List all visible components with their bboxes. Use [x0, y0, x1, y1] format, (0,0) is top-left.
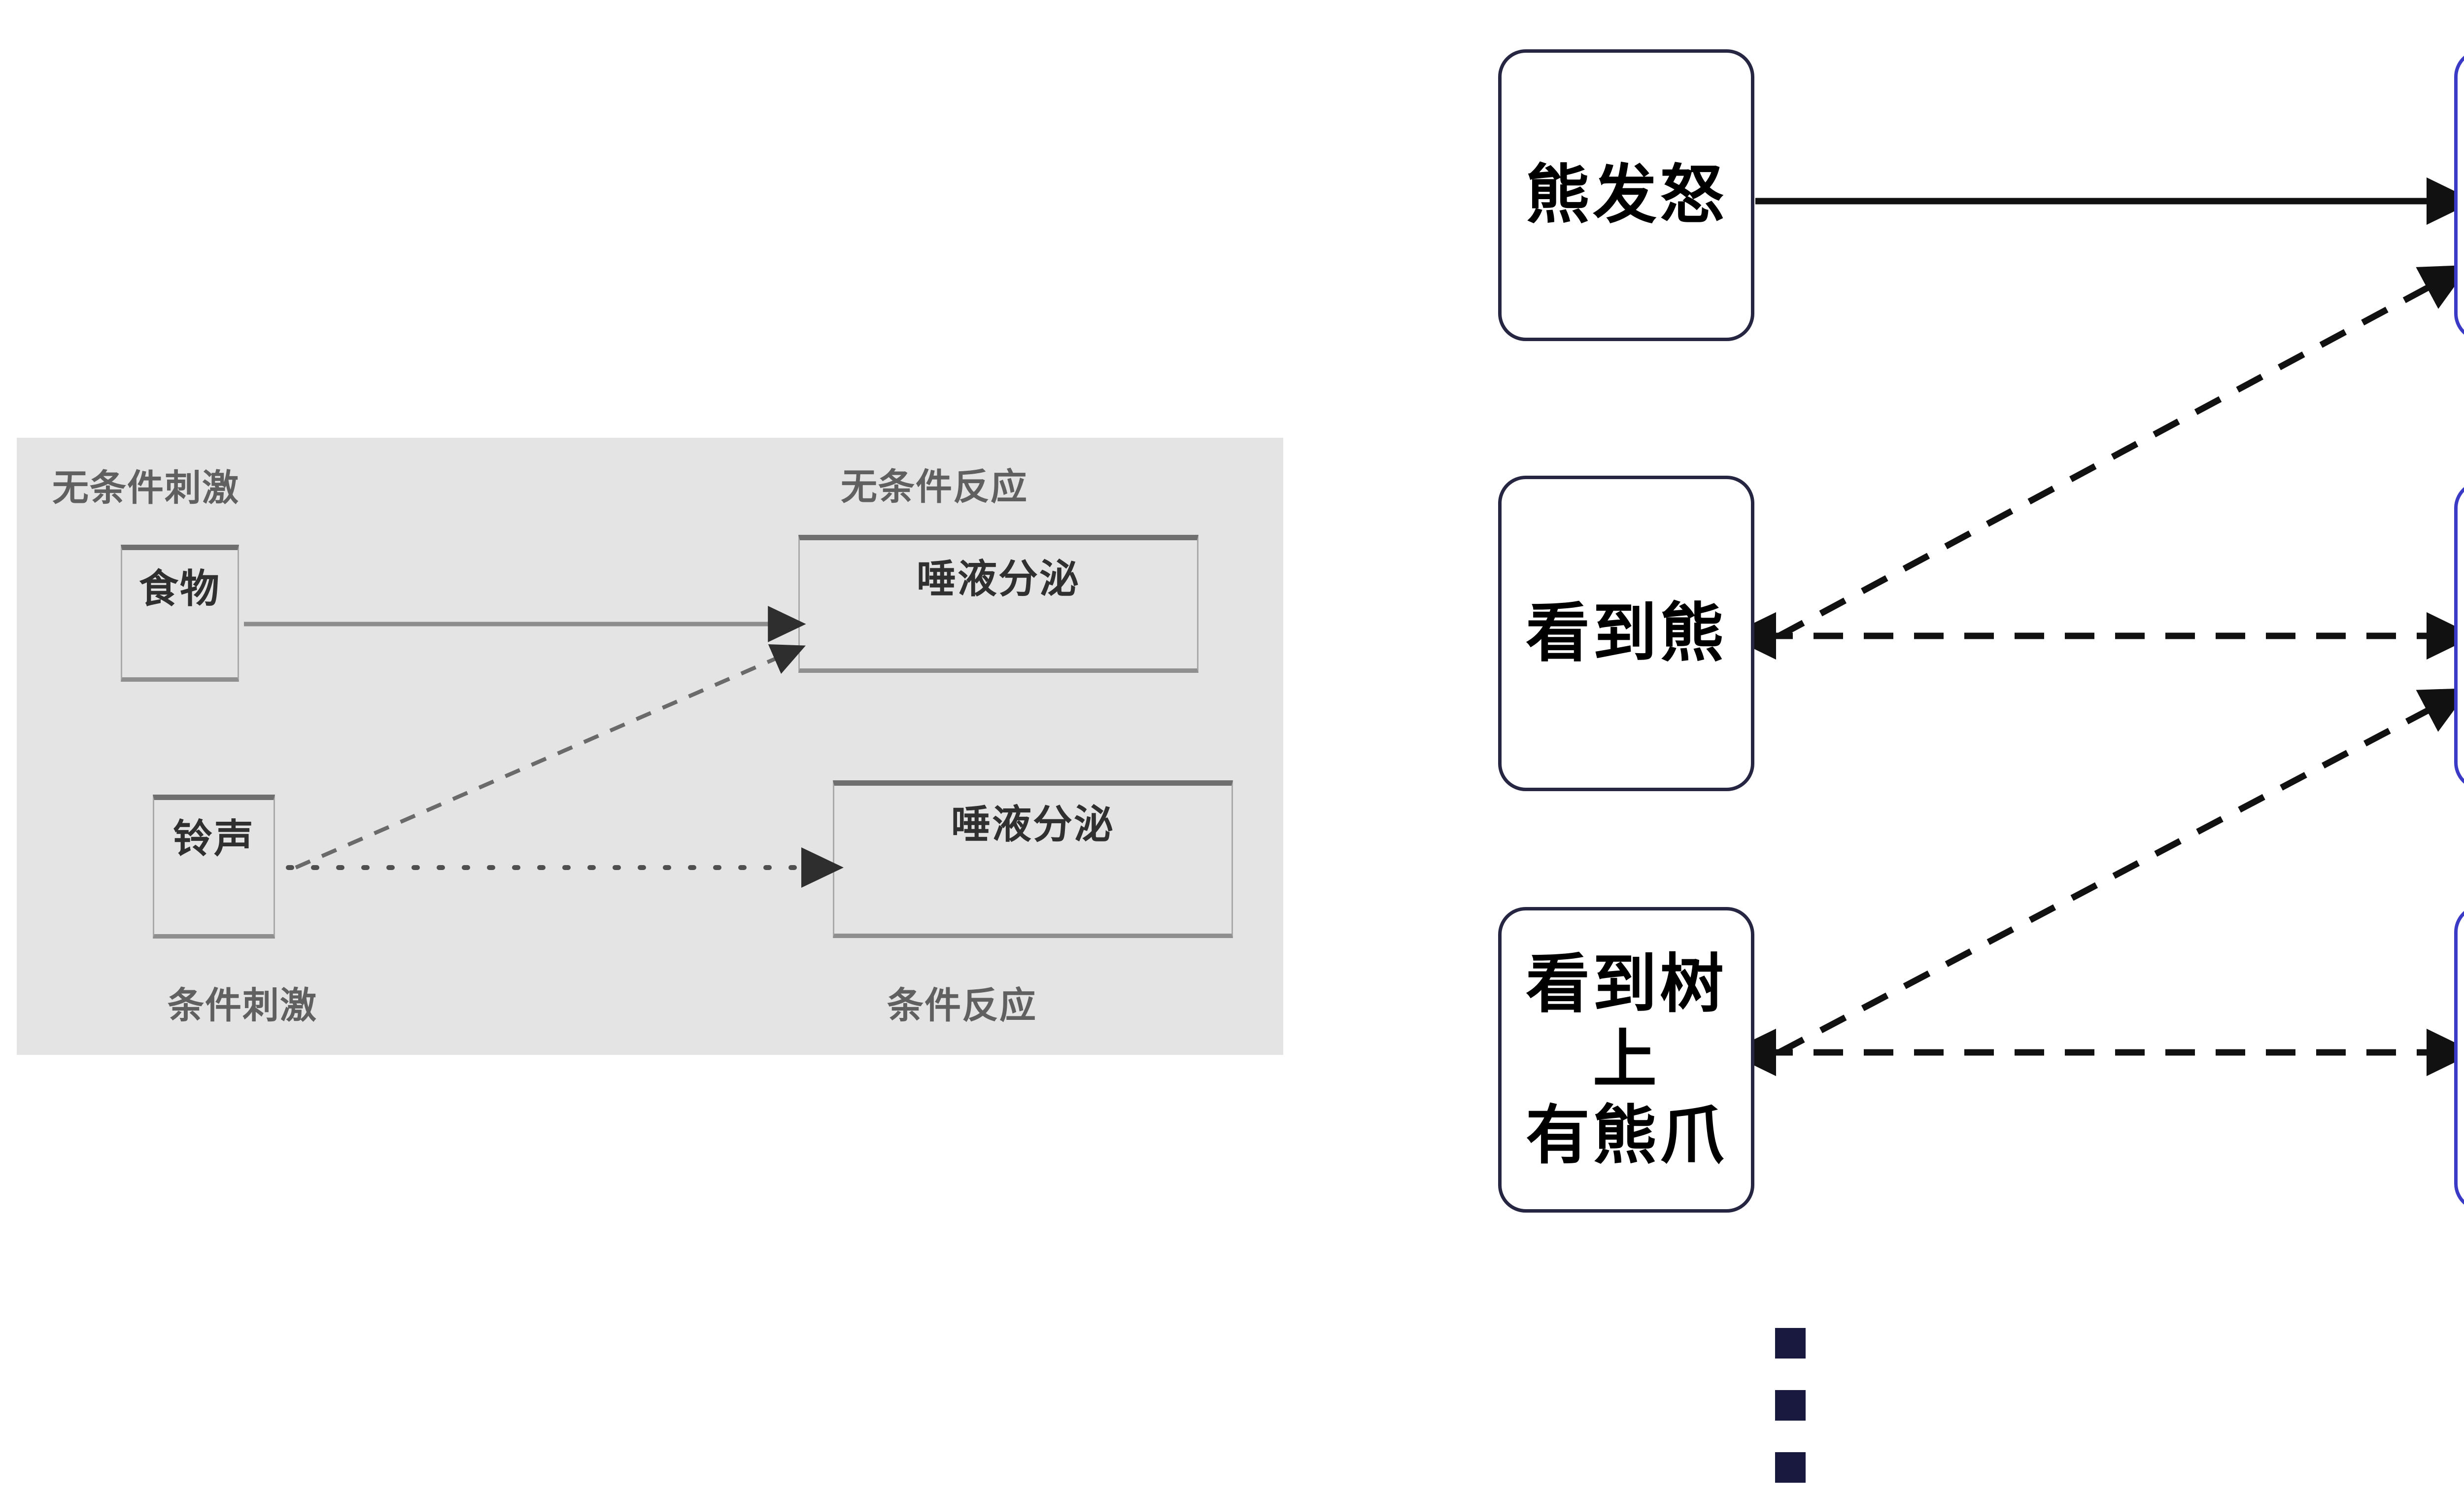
ellipsis-dot-left-3: [1775, 1452, 1806, 1483]
label-unconditioned-stimulus: 无条件刺激: [52, 467, 240, 508]
cc-box-salivation-2: 唾液分泌: [833, 780, 1233, 938]
cc-box-food: 食物: [121, 545, 239, 682]
rl-box-bear-angry[interactable]: 熊发怒: [1498, 49, 1754, 341]
rl-box-value-s-prime[interactable]: V(s′): [2454, 481, 2464, 790]
rl-box-see-claw-on-tree-label: 看到树上 有熊爪: [1525, 947, 1727, 1171]
cc-box-food-label: 食物: [139, 567, 221, 611]
label-conditioned-response: 条件反应: [887, 985, 1037, 1026]
rl-box-see-bear-label: 看到熊: [1525, 597, 1727, 669]
cc-box-salivation-1: 唾液分泌: [798, 535, 1198, 673]
rl-arrow-see-bear-to-reward: [1777, 265, 2464, 639]
rl-box-reward[interactable]: 奖励: [2454, 49, 2464, 341]
rl-arrow-see-claw-to-v-s-prime: [1777, 688, 2464, 1055]
rl-box-value-s[interactable]: V(s): [2454, 905, 2464, 1211]
rl-box-see-claw-on-tree[interactable]: 看到树上 有熊爪: [1498, 907, 1754, 1213]
cc-box-salivation-1-label: 唾液分泌: [917, 557, 1080, 601]
ellipsis-dot-left-2: [1775, 1390, 1806, 1421]
label-conditioned-stimulus: 条件刺激: [168, 985, 317, 1026]
cc-box-bell-label: 铃声: [173, 817, 255, 861]
cc-box-salivation-2-label: 唾液分泌: [951, 802, 1115, 846]
cc-box-bell: 铃声: [153, 795, 275, 939]
ellipsis-dot-left-1: [1775, 1328, 1806, 1359]
classical-conditioning-panel: [17, 438, 1283, 1055]
rl-box-see-bear[interactable]: 看到熊: [1498, 476, 1754, 791]
rl-box-bear-angry-label: 熊发怒: [1525, 159, 1727, 231]
label-unconditioned-response: 无条件反应: [841, 466, 1028, 507]
